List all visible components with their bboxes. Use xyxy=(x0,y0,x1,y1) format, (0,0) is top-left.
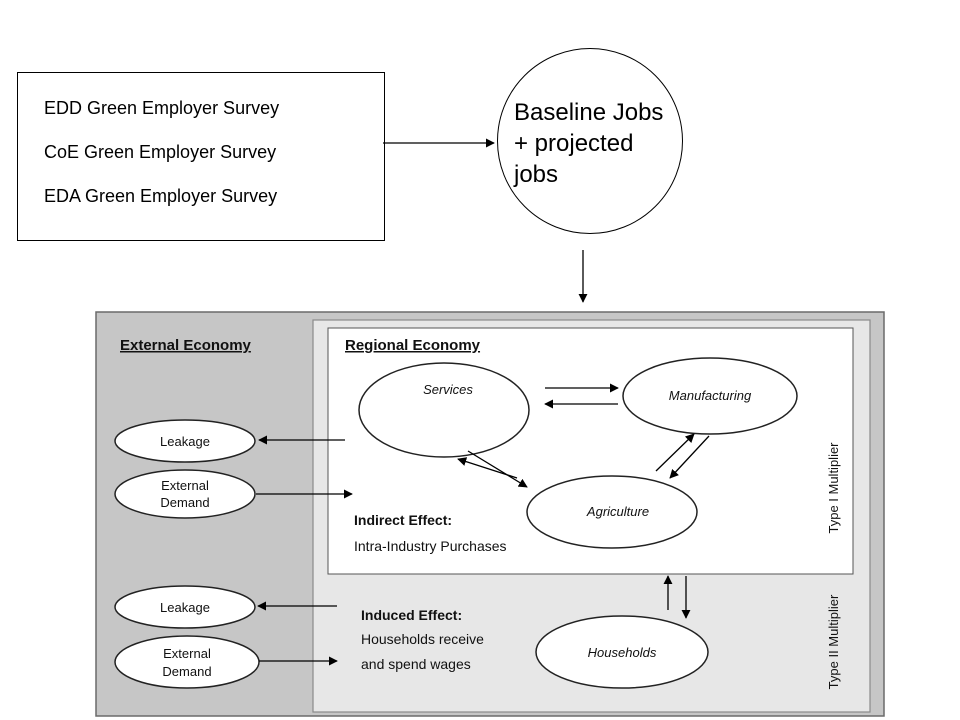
external-demand-upper-label-2: Demand xyxy=(160,495,209,510)
type2-multiplier-label: Type II Multiplier xyxy=(826,594,841,689)
external-demand-lower-node xyxy=(114,635,260,689)
manufacturing-label: Manufacturing xyxy=(669,388,752,403)
services-label: Services xyxy=(423,382,473,397)
external-demand-lower-label-2: Demand xyxy=(162,664,211,679)
induced-effect-line1: Households receive xyxy=(361,631,484,647)
baseline-jobs-circle: Baseline Jobs + projected jobs xyxy=(497,48,683,234)
households-label: Households xyxy=(588,645,657,660)
households-node xyxy=(535,615,709,689)
survey-list-box: EDD Green Employer Survey CoE Green Empl… xyxy=(17,72,385,241)
agriculture-to-manufacturing-arrow xyxy=(655,433,695,472)
survey-edd: EDD Green Employer Survey xyxy=(44,98,280,118)
induced-effect-title: Induced Effect: xyxy=(361,607,462,623)
survey-eda: EDA Green Employer Survey xyxy=(44,186,278,206)
indirect-effect-desc: Intra-Industry Purchases xyxy=(354,538,507,554)
agriculture-node xyxy=(526,475,698,549)
external-demand-lower-label-1: External xyxy=(163,646,211,661)
type1-multiplier-label: Type I Multiplier xyxy=(826,442,841,534)
services-node xyxy=(358,362,530,458)
agriculture-label: Agriculture xyxy=(586,504,649,519)
manufacturing-to-agriculture-arrow xyxy=(669,435,710,479)
regional-economy-title: Regional Economy xyxy=(345,337,481,354)
external-demand-upper-node xyxy=(114,469,256,519)
services-to-agriculture-arrow xyxy=(467,450,528,488)
leakage-lower-node xyxy=(114,585,256,629)
leakage-lower-label: Leakage xyxy=(160,600,210,615)
induced-effect-line2: and spend wages xyxy=(361,656,471,672)
baseline-jobs-label: Baseline Jobs + projected jobs xyxy=(514,99,664,188)
external-demand-upper-label-1: External xyxy=(161,478,209,493)
leakage-upper-label: Leakage xyxy=(160,434,210,449)
leakage-upper-node xyxy=(114,419,256,463)
external-economy-title: External Economy xyxy=(120,337,252,354)
indirect-effect-title: Indirect Effect: xyxy=(354,512,452,528)
survey-coe: CoE Green Employer Survey xyxy=(44,142,277,162)
manufacturing-node xyxy=(622,357,798,435)
